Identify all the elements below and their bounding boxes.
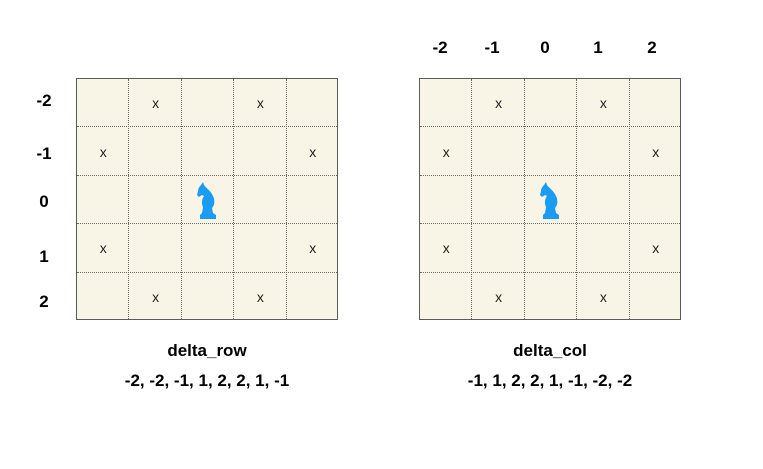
delta-col-title: delta_col bbox=[513, 341, 587, 360]
knight-move-mark: x bbox=[442, 240, 450, 257]
knight-move-mark: x bbox=[309, 143, 317, 160]
grid-line-horizontal bbox=[420, 223, 680, 225]
row-label: -1 bbox=[36, 144, 52, 163]
board-right: x x x x x x x x bbox=[419, 78, 681, 320]
col-label: 2 bbox=[647, 38, 657, 57]
knight-move-mark: x bbox=[599, 95, 607, 112]
row-label: 0 bbox=[39, 192, 49, 211]
knight-icon bbox=[538, 180, 564, 220]
row-label: 2 bbox=[39, 292, 49, 311]
knight-move-mark: x bbox=[495, 288, 503, 305]
knight-move-mark: x bbox=[495, 95, 503, 112]
grid-line-horizontal bbox=[77, 126, 337, 128]
row-label: -2 bbox=[36, 91, 52, 110]
knight-icon bbox=[195, 180, 221, 220]
knight-move-mark: x bbox=[99, 240, 107, 257]
grid-line-vertical bbox=[471, 79, 473, 319]
delta-row-values: -2, -2, -1, 1, 2, 2, 1, -1 bbox=[124, 371, 290, 390]
knight-move-mark: x bbox=[256, 288, 264, 305]
grid-line-vertical bbox=[523, 79, 525, 319]
knight-move-mark: x bbox=[99, 143, 107, 160]
grid-line-horizontal bbox=[420, 174, 680, 176]
knight-move-mark: x bbox=[152, 288, 160, 305]
knight-move-mark: x bbox=[256, 95, 264, 112]
col-label: -1 bbox=[484, 38, 500, 57]
knight-move-mark: x bbox=[599, 288, 607, 305]
grid-line-horizontal bbox=[420, 271, 680, 273]
row-label: 1 bbox=[39, 247, 49, 266]
grid-line-vertical bbox=[576, 79, 578, 319]
knight-move-mark: x bbox=[652, 240, 660, 257]
board-left: x x x x x x x x bbox=[76, 78, 338, 320]
knight-move-mark: x bbox=[309, 240, 317, 257]
grid-line-vertical bbox=[285, 79, 287, 319]
grid-line-horizontal bbox=[77, 174, 337, 176]
knight-move-mark: x bbox=[652, 143, 660, 160]
col-label: 0 bbox=[540, 38, 550, 57]
grid-line-vertical bbox=[128, 79, 130, 319]
grid-line-vertical bbox=[628, 79, 630, 319]
grid-line-horizontal bbox=[420, 126, 680, 128]
delta-row-title: delta_row bbox=[167, 341, 247, 360]
grid-line-horizontal bbox=[77, 271, 337, 273]
grid-line-horizontal bbox=[77, 223, 337, 225]
grid-line-vertical bbox=[233, 79, 235, 319]
col-label: 1 bbox=[593, 38, 603, 57]
knight-move-mark: x bbox=[442, 143, 450, 160]
knight-move-mark: x bbox=[152, 95, 160, 112]
grid-line-vertical bbox=[180, 79, 182, 319]
col-label: -2 bbox=[432, 38, 448, 57]
delta-col-values: -1, 1, 2, 2, 1, -1, -2, -2 bbox=[467, 371, 633, 390]
